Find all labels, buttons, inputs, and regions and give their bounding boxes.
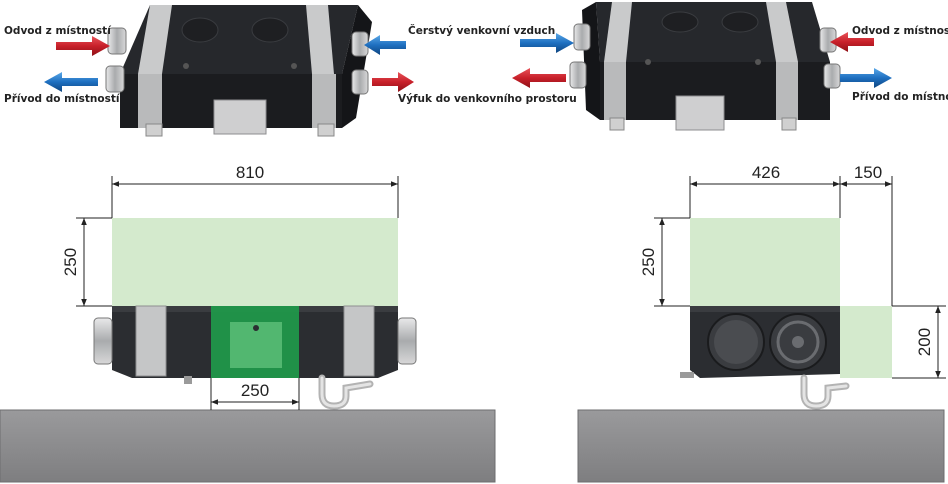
service-clearance-top [112,218,398,306]
blue-arrow-icon [520,33,574,53]
label-supply-rooms-left: Přívod do místností [4,93,121,105]
svg-text:426: 426 [752,163,780,182]
service-clearance-side [840,306,892,378]
svg-text:250: 250 [241,381,269,400]
red-arrow-icon [56,36,110,56]
dim-200: 200 [892,305,946,379]
label-supply-rooms-right: Přívod do místností [852,91,948,103]
unit-iso-right [569,2,841,131]
label-fresh-air: Čerstvý venkovní vzduch [408,24,555,37]
svg-text:250: 250 [639,248,658,276]
dim-426: 426 [689,163,841,218]
dim-250-front: 250 [61,217,112,307]
floor-right [577,409,945,483]
svg-text:250: 250 [61,248,80,276]
blue-arrow-icon [364,35,406,55]
dim-810: 810 [111,163,399,218]
label-exhaust-rooms-left: Odvod z místností [4,25,112,37]
siphon-icon [800,374,850,410]
red-arrow-icon [372,72,414,92]
dim-150: 150 [840,163,893,306]
front-view [93,218,417,384]
service-clearance-top-side [690,218,840,306]
dim-250-side: 250 [639,217,690,307]
side-view [680,218,892,378]
dim-250-access: 250 [210,378,300,410]
svg-text:150: 150 [854,163,882,182]
floor-left [0,409,496,483]
label-exhaust-outdoor: Výfuk do venkovního prostoru [398,93,577,105]
svg-text:200: 200 [915,328,934,356]
blue-arrow-icon [840,68,892,88]
unit-iso-left [105,5,372,137]
label-exhaust-rooms-right: Odvod z místností [852,25,948,37]
red-arrow-icon [512,68,566,88]
siphon-icon [318,374,374,410]
red-arrow-icon [830,32,874,52]
svg-text:810: 810 [236,163,264,182]
blue-arrow-icon [44,72,98,92]
